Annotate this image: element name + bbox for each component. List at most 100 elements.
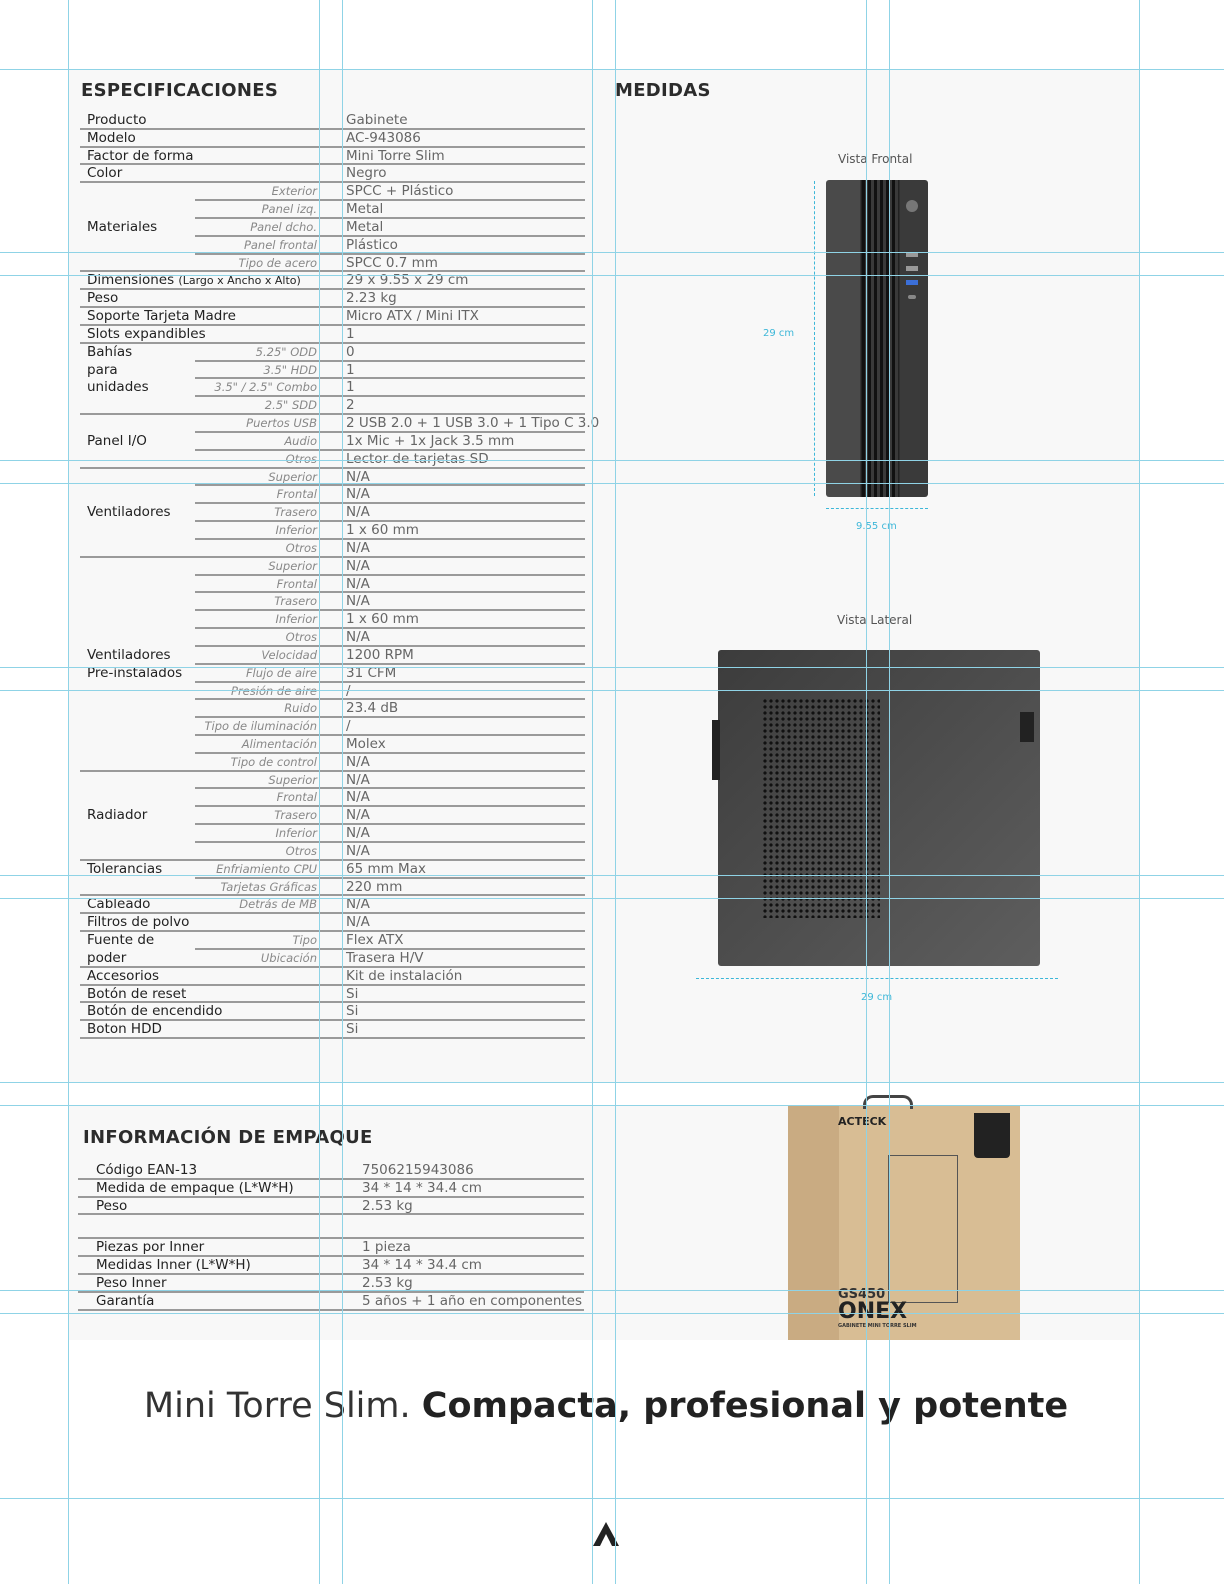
- row-divider: [80, 127, 585, 130]
- spec-label-note: (Largo x Ancho x Alto): [178, 274, 301, 288]
- row-divider: [80, 323, 585, 326]
- spec-value: Si: [346, 1021, 359, 1038]
- spec-group-label: Bahías: [87, 343, 133, 360]
- spec-sublabel: Audio: [284, 433, 317, 448]
- row-divider: [80, 341, 585, 344]
- row-divider: [195, 537, 585, 540]
- spec-sublabel: Velocidad: [261, 647, 317, 662]
- tagline: Mini Torre Slim. Compacta, profesional y…: [0, 1386, 1212, 1426]
- row-divider: [195, 609, 585, 612]
- packing-row: [78, 1215, 584, 1240]
- spec-sublabel: Flujo de aire: [245, 665, 317, 680]
- spec-row: Panel izq.Metal: [80, 201, 585, 219]
- row-divider: [195, 805, 585, 808]
- spec-row: Boton HDD Si: [80, 1021, 585, 1040]
- packing-value: 34 * 14 * 34.4 cm: [362, 1257, 482, 1274]
- guide-line: [0, 875, 1224, 876]
- row-divider: [78, 1290, 584, 1293]
- spec-label: Dimensiones (Largo x Ancho x Alto): [87, 272, 301, 290]
- product-box-image: ACTECK GS450 ONEX GABINETE MINI TORRE SL…: [788, 1095, 1020, 1340]
- acteck-logo-icon: [593, 1522, 619, 1546]
- spec-sublabel: Ubicación: [260, 950, 317, 965]
- spec-sublabel: Panel frontal: [243, 237, 317, 252]
- row-divider: [78, 1177, 584, 1180]
- guide-line: [0, 1082, 1224, 1083]
- spec-value: 2: [346, 397, 355, 414]
- spec-sublabel: Trasero: [274, 594, 317, 609]
- spec-sublabel: Panel dcho.: [250, 219, 317, 234]
- row-divider: [80, 769, 585, 772]
- row-divider: [195, 234, 585, 237]
- side-length-label: 29 cm: [861, 992, 893, 1003]
- spec-label: Filtros de polvo: [87, 914, 189, 932]
- guide-line: [0, 898, 1224, 899]
- row-divider: [195, 733, 585, 736]
- spec-label: Boton HDD: [87, 1021, 162, 1039]
- spec-label: Accesorios: [87, 968, 159, 986]
- spec-sublabel: 3.5" HDD: [263, 362, 317, 377]
- spec-value: Molex: [346, 735, 386, 752]
- packing-label: Código EAN-13: [96, 1162, 198, 1178]
- spec-value: 2.23 kg: [346, 290, 397, 307]
- packing-value: 5 años + 1 año en componentes: [362, 1292, 583, 1309]
- front-width-label: 9.55 cm: [856, 521, 897, 532]
- row-divider: [80, 288, 585, 291]
- spec-sublabel: Trasero: [274, 505, 317, 520]
- row-divider: [195, 377, 585, 380]
- spec-value: N/A: [346, 914, 370, 931]
- packing-row: Medida de empaque (L*W*H)34 * 14 * 34.4 …: [78, 1180, 584, 1198]
- row-divider: [80, 858, 585, 861]
- spec-value: Gabinete: [346, 112, 408, 128]
- box-brand: ACTECK: [838, 1115, 887, 1128]
- spec-value: 1 x 60 mm: [346, 611, 419, 628]
- spec-label-text: Filtros de polvo: [87, 914, 190, 931]
- spec-value: 0: [346, 343, 355, 360]
- box-subtitle: GABINETE MINI TORRE SLIM: [838, 1323, 917, 1329]
- spec-value: 23.4 dB: [346, 700, 399, 717]
- row-divider: [195, 448, 585, 451]
- spec-sublabel: Superior: [268, 558, 317, 573]
- spec-label: Factor de forma: [87, 148, 194, 166]
- row-divider: [80, 145, 585, 148]
- spec-row: Presión de aire/: [80, 683, 585, 701]
- spec-value: Mini Torre Slim: [346, 147, 445, 164]
- packing-label: Piezas por Inner: [96, 1239, 205, 1256]
- spec-value: 65 mm Max: [346, 860, 426, 877]
- spec-label: Botón de reset: [87, 986, 186, 1004]
- row-divider: [78, 1213, 584, 1216]
- spec-sublabel: Tipo de control: [230, 754, 317, 769]
- spec-value: Si: [346, 1003, 359, 1020]
- packing-row: Medidas Inner (L*W*H) 34 * 14 * 34.4 cm: [78, 1257, 584, 1275]
- row-divider: [195, 787, 585, 790]
- spec-sublabel: Alimentación: [241, 736, 317, 751]
- packing-label: Medidas Inner (L*W*H): [96, 1257, 251, 1274]
- row-divider: [80, 965, 585, 968]
- spec-group-label: Tolerancias: [87, 860, 163, 877]
- spec-row: Factor de forma Mini Torre Slim: [80, 148, 585, 166]
- guide-line: [1139, 0, 1140, 1584]
- spec-row: Filtros de polvo N/A: [80, 914, 585, 933]
- guide-line: [0, 460, 1224, 461]
- row-divider: [80, 270, 585, 273]
- spec-value: 1: [346, 325, 355, 342]
- row-divider: [195, 395, 585, 398]
- row-divider: [80, 894, 585, 897]
